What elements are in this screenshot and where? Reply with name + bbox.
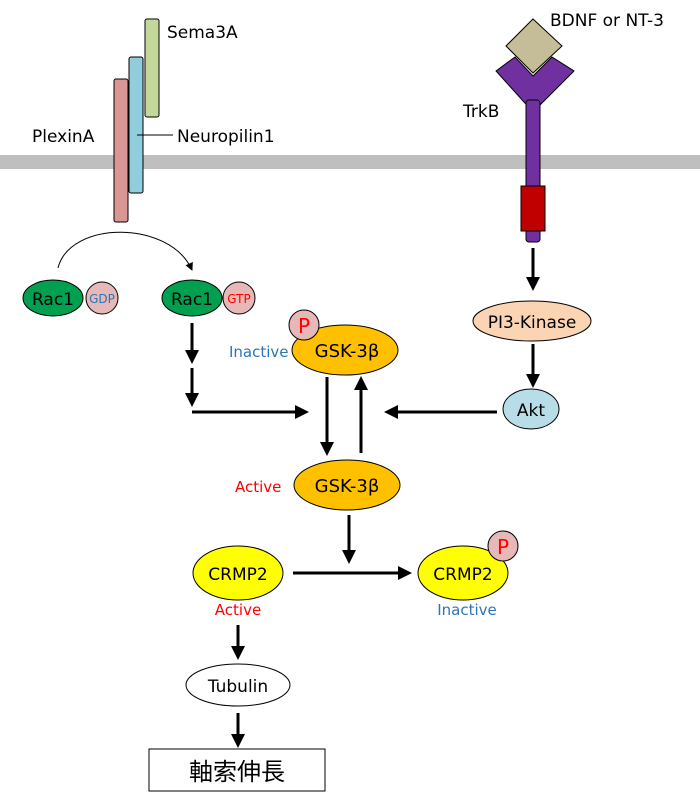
gsk3b-active-state: Active (235, 478, 281, 496)
akt-label: Akt (517, 401, 545, 421)
rac1-gdp-label: Rac1 (32, 290, 74, 310)
crmp2-active-label: CRMP2 (208, 565, 267, 585)
tubulin-label: Tubulin (207, 677, 268, 697)
axon-elongation-label: 軸索伸長 (189, 758, 285, 786)
bdnf-label: BDNF or NT-3 (550, 11, 664, 31)
akt-node (502, 388, 560, 430)
crmp2-inactive-label: CRMP2 (433, 565, 492, 585)
gdp-label: GDP (89, 292, 115, 306)
cell-membrane (0, 155, 700, 169)
gtp-ball (222, 281, 256, 315)
trkb-label: TrkB (462, 102, 499, 122)
gsk3b-inactive-node (291, 324, 399, 376)
sema3a-label: Sema3A (167, 23, 238, 43)
gdp-ball (85, 281, 119, 315)
trkb-kinase-domain (520, 185, 546, 232)
sema3a-ligand (144, 18, 160, 118)
gsk3b-active-label: GSK-3β (315, 476, 380, 497)
pi3k-node (472, 300, 592, 342)
rac1-gtp-node (161, 279, 223, 317)
crmp2-active-node (192, 545, 284, 601)
rac1-gdp-node (22, 279, 84, 317)
axon-elongation-box (148, 748, 326, 792)
gsk3b-phosphate-label: P (298, 314, 310, 338)
crmp2-inactive-state: Inactive (437, 601, 497, 619)
gsk3b-inactive-state: Inactive (229, 343, 289, 361)
rac1-activation-arc (57, 231, 193, 271)
gtp-label: GTP (227, 292, 250, 306)
gsk3b-phosphate (288, 309, 320, 341)
tubulin-node (185, 663, 291, 707)
crmp2-phosphate (487, 530, 519, 562)
pi3k-label: PI3-Kinase (488, 313, 577, 333)
gsk3b-inactive-label: GSK-3β (315, 341, 380, 362)
bdnf-ligand (505, 18, 563, 74)
crmp2-active-state: Active (215, 601, 261, 619)
plexina-label: PlexinA (32, 127, 95, 147)
gsk3b-active-node (293, 459, 401, 511)
rac1-gtp-label: Rac1 (171, 290, 213, 310)
crmp2-phosphate-label: P (497, 535, 509, 559)
neuropilin1-receptor (128, 56, 144, 194)
neuropilin1-label: Neuropilin1 (177, 127, 275, 147)
plexina-receptor (113, 78, 129, 223)
crmp2-inactive-node (417, 545, 509, 601)
